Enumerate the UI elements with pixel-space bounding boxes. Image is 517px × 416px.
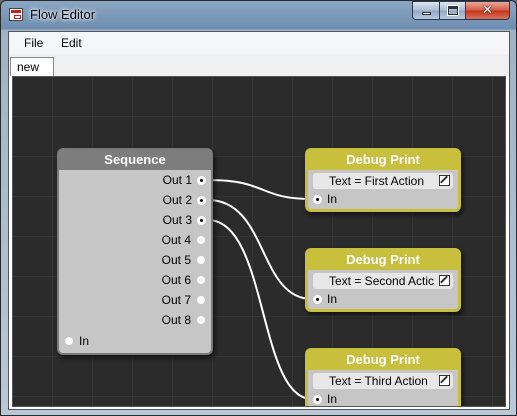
tab-new[interactable]: new [10, 57, 54, 76]
debug-input-row: In [314, 290, 337, 308]
client-area: File Edit new Sequence Out 1 Out 2 Out 3… [8, 31, 510, 410]
minimize-button[interactable] [412, 1, 439, 20]
output-label: Out 8 [161, 313, 191, 327]
input-label: In [327, 392, 338, 406]
close-button[interactable]: ✕ [466, 1, 510, 20]
edit-pencil-icon[interactable] [439, 175, 450, 186]
minimize-icon [421, 12, 431, 15]
text-property-field[interactable]: Text = Second Actic [313, 273, 453, 289]
debug-node-title: Debug Print [308, 251, 458, 270]
sequence-output-row: Out 5 [162, 250, 205, 270]
sequence-output-row: Out 7 [162, 290, 205, 310]
caption-buttons: ✕ [412, 1, 510, 20]
text-property-value: Text = Third Action [329, 374, 428, 388]
tab-label: new [17, 60, 40, 74]
menu-edit[interactable]: Edit [61, 36, 82, 50]
debug-print-node-2[interactable]: Debug Print Text = Second Actic In [305, 248, 461, 312]
title-bar[interactable]: Flow Editor ✕ [1, 1, 516, 31]
sequence-output-row: Out 2 [163, 190, 205, 210]
output-pin-connected[interactable] [198, 196, 205, 204]
output-pin[interactable] [197, 316, 205, 324]
window-title: Flow Editor [30, 7, 96, 22]
output-label: Out 4 [161, 233, 191, 247]
output-label: Out 1 [162, 173, 192, 187]
wire-out2-to-debug2[interactable] [207, 199, 313, 300]
document-tabs: new [9, 54, 509, 76]
edit-pencil-icon[interactable] [439, 375, 450, 386]
input-pin-connected[interactable] [314, 295, 321, 303]
sequence-output-row: Out 8 [162, 310, 205, 330]
debug-input-row: In [314, 390, 338, 406]
input-pin-connected[interactable] [314, 395, 321, 403]
sequence-output-row: Out 6 [162, 270, 205, 290]
output-label: Out 6 [161, 273, 191, 287]
input-pin[interactable] [65, 337, 73, 345]
maximize-icon [446, 5, 459, 16]
sequence-output-row: Out 3 [163, 210, 205, 230]
sequence-input-row: In [65, 332, 89, 350]
input-label: In [327, 192, 338, 206]
maximize-button[interactable] [439, 1, 466, 20]
output-label: Out 3 [162, 213, 192, 227]
text-property-field[interactable]: Text = Third Action [313, 373, 453, 389]
debug-print-node-3[interactable]: Debug Print Text = Third Action In [305, 348, 461, 406]
sequence-node[interactable]: Sequence Out 1 Out 2 Out 3 Out 4 Out 5 O… [57, 148, 213, 355]
output-label: Out 7 [161, 293, 191, 307]
output-pin[interactable] [197, 276, 205, 284]
output-label: Out 5 [161, 253, 191, 267]
debug-input-row: In [314, 190, 337, 208]
edit-pencil-icon[interactable] [439, 275, 450, 286]
output-pin-connected[interactable] [198, 176, 205, 184]
menu-bar: File Edit [9, 32, 509, 55]
text-property-value: Text = Second Actic [329, 274, 435, 288]
output-pin-connected[interactable] [198, 216, 205, 224]
output-pin[interactable] [197, 296, 205, 304]
menu-file[interactable]: File [24, 36, 44, 50]
text-property-value: Text = First Action [329, 174, 425, 188]
output-label: Out 2 [162, 193, 192, 207]
wire-out1-to-debug1[interactable] [207, 179, 313, 200]
close-icon: ✕ [482, 3, 493, 18]
text-property-field[interactable]: Text = First Action [313, 173, 453, 189]
input-label: In [79, 334, 90, 348]
flow-editor-icon[interactable] [9, 8, 23, 21]
sequence-node-title: Sequence [59, 150, 211, 170]
sequence-output-row: Out 4 [162, 230, 205, 250]
input-label: In [327, 292, 338, 306]
output-pin[interactable] [197, 236, 205, 244]
output-pin[interactable] [197, 256, 205, 264]
debug-print-node-1[interactable]: Debug Print Text = First Action In [305, 148, 461, 212]
debug-node-title: Debug Print [308, 351, 458, 370]
sequence-output-row: Out 1 [163, 170, 205, 190]
wire-out3-to-debug3[interactable] [207, 219, 313, 400]
connection-wires [207, 179, 313, 400]
input-pin-connected[interactable] [314, 195, 321, 203]
flow-canvas[interactable]: Sequence Out 1 Out 2 Out 3 Out 4 Out 5 O… [12, 76, 506, 407]
debug-node-title: Debug Print [308, 151, 458, 170]
